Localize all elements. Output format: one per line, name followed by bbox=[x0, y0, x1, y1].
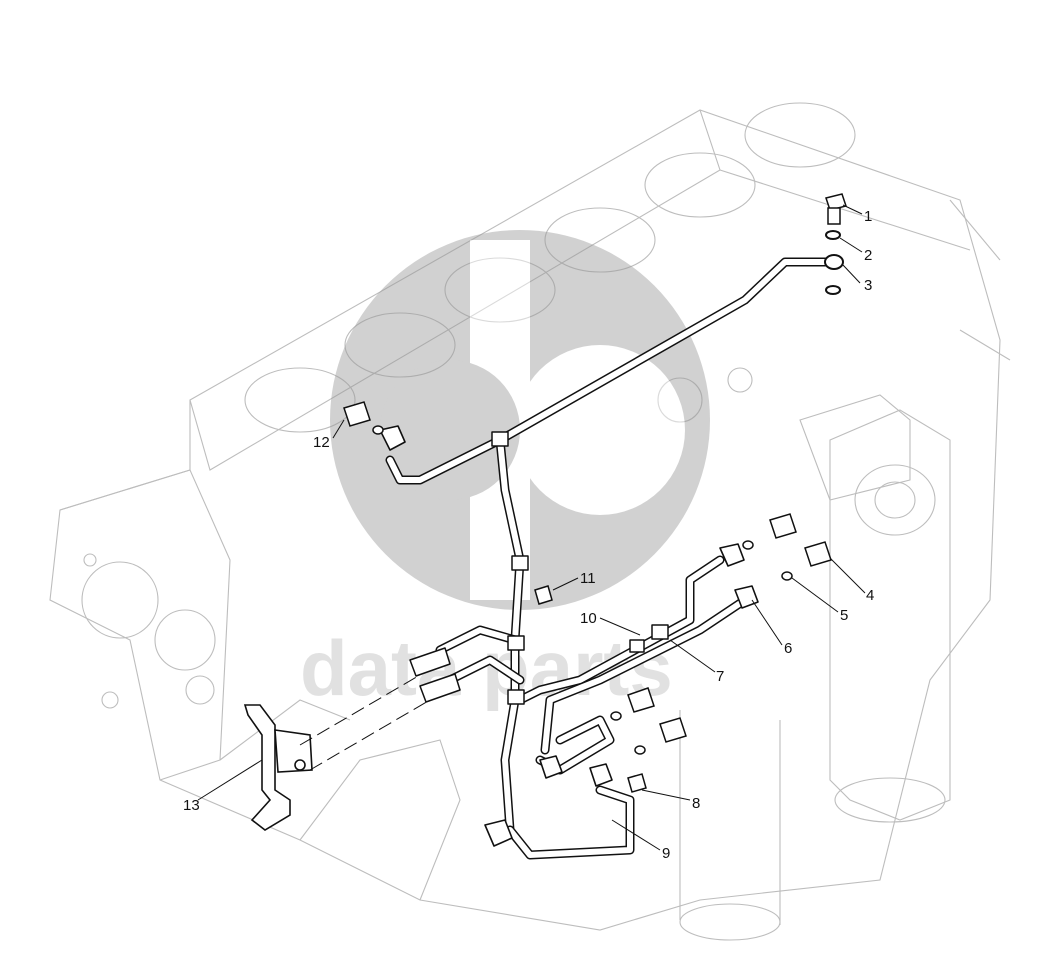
callout-10: 10 bbox=[580, 610, 597, 627]
callout-5: 5 bbox=[840, 607, 848, 624]
banjo-fitting bbox=[824, 254, 844, 270]
callout-7: 7 bbox=[716, 668, 724, 685]
callout-3: 3 bbox=[864, 277, 872, 294]
sensor-fitting-4 bbox=[742, 513, 832, 581]
callout-9: 9 bbox=[662, 845, 670, 862]
sealing-washer-upper bbox=[825, 230, 841, 240]
callout-11: 11 bbox=[580, 570, 596, 587]
connector-12 bbox=[343, 401, 384, 435]
dashed-alignment-lines bbox=[299, 674, 431, 771]
callout-leaders bbox=[197, 204, 866, 851]
callout-13: 13 bbox=[183, 797, 200, 814]
bracket-13 bbox=[243, 704, 313, 831]
bolt-11 bbox=[534, 585, 553, 605]
callout-4: 4 bbox=[866, 587, 874, 604]
callout-6: 6 bbox=[784, 640, 792, 657]
engine-block-ghost bbox=[49, 102, 1011, 941]
fittings-8 bbox=[610, 687, 687, 793]
callout-labels: 1 2 3 4 5 6 7 8 9 10 11 12 13 bbox=[183, 208, 874, 862]
sealing-washer-lower bbox=[825, 285, 841, 295]
callout-2: 2 bbox=[864, 247, 872, 264]
callout-1: 1 bbox=[864, 208, 872, 225]
fuel-lines bbox=[379, 257, 835, 860]
callout-12: 12 bbox=[313, 434, 330, 451]
callout-8: 8 bbox=[692, 795, 700, 812]
